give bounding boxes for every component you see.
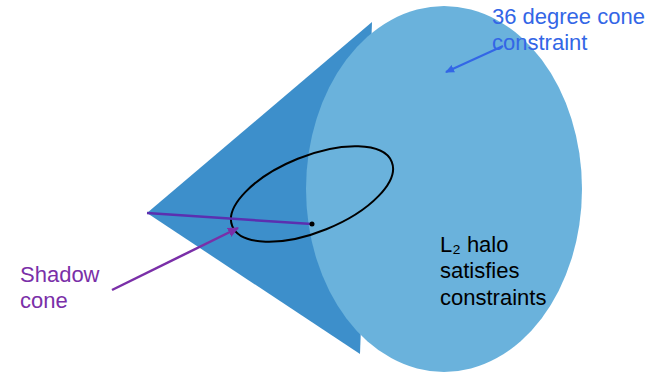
- shadow-label: Shadow cone: [20, 262, 112, 315]
- halo-label: L₂ halo satisfies constraints: [440, 232, 568, 311]
- cone-base: [306, 6, 582, 372]
- halo-orbit: [218, 127, 406, 262]
- center-dot: [310, 222, 315, 227]
- constraint-label: 36 degree cone constraint: [492, 4, 652, 57]
- shadow-line: [147, 213, 312, 224]
- leader-arrow: [112, 228, 238, 290]
